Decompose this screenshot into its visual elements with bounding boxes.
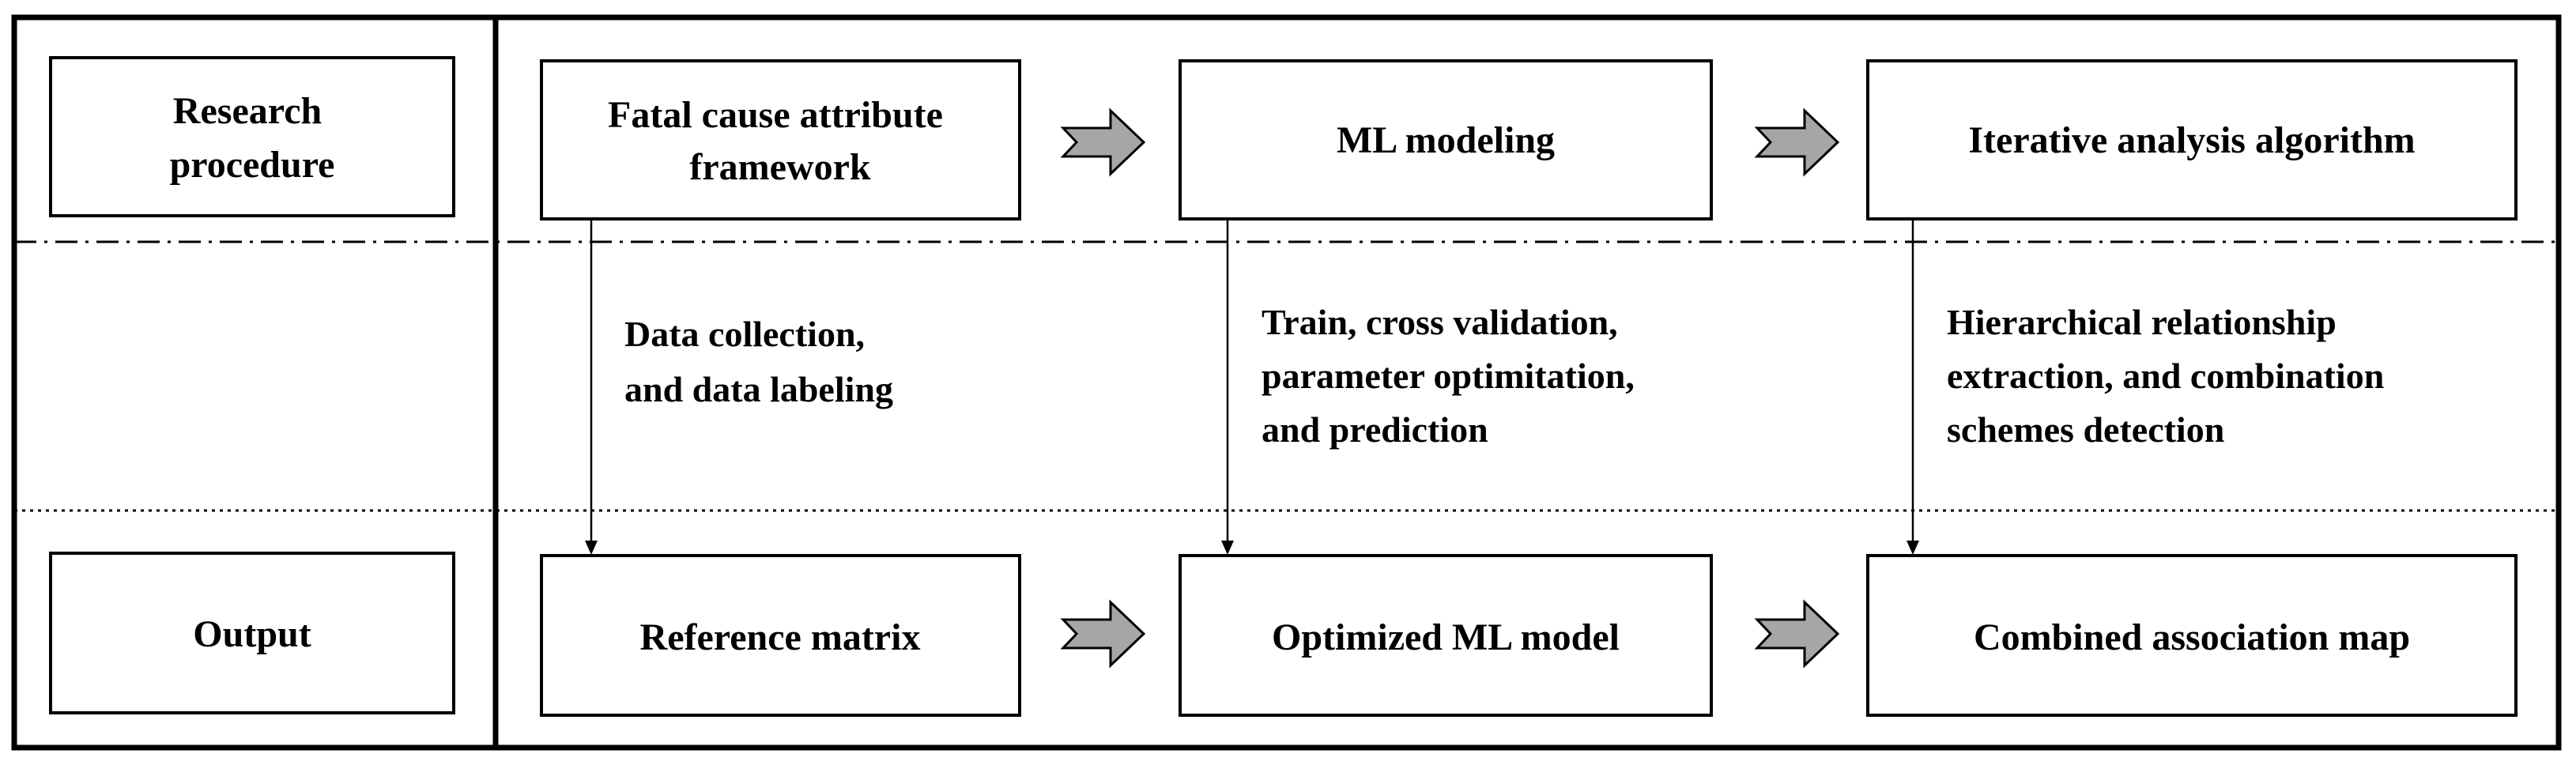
down-connector — [1221, 219, 1234, 555]
row-label-output-text: Output — [193, 613, 311, 655]
step-note-line: Data collection, — [624, 314, 865, 354]
down-arrowhead-icon — [1907, 541, 1919, 555]
right-arrow-icon — [1754, 107, 1840, 177]
step-note-line: Hierarchical relationship — [1947, 302, 2337, 342]
procedure-box-line: Fatal cause attribute — [608, 94, 943, 136]
down-connector — [1907, 219, 1919, 555]
down-connector — [585, 219, 598, 555]
right-arrow-icon — [1060, 599, 1146, 669]
step-note-line: extraction, and combination — [1947, 356, 2384, 396]
outer-frame — [11, 14, 2562, 751]
output-box-text: Combined association map — [1974, 616, 2410, 658]
down-arrowhead-icon — [585, 541, 598, 555]
right-arrow-icon — [1754, 599, 1840, 669]
down-arrowhead-icon — [1221, 541, 1234, 555]
step-note-training: Train, cross validation, parameter optim… — [1262, 302, 1643, 450]
step-note-line: and data labeling — [624, 369, 893, 409]
procedure-box-iterative-algorithm: Iterative analysis algorithm — [1866, 59, 2518, 220]
step-note-line: parameter optimitation, — [1262, 356, 1635, 396]
procedure-box-text: Iterative analysis algorithm — [1968, 119, 2415, 161]
output-box-reference-matrix: Reference matrix — [540, 554, 1021, 717]
step-note-hierarchical: Hierarchical relationship extraction, an… — [1947, 302, 2393, 450]
output-box-optimized-model: Optimized ML model — [1179, 554, 1713, 717]
right-arrow-icon — [1060, 107, 1146, 177]
step-note-line: schemes detection — [1947, 409, 2224, 450]
procedure-box-line: framework — [689, 146, 871, 188]
procedure-box-attribute-framework: Fatal cause attribute framework — [540, 59, 1021, 220]
step-note-data-collection: Data collection, and data labeling — [624, 314, 893, 409]
procedure-box-text: ML modeling — [1337, 119, 1555, 161]
procedure-box-ml-modeling: ML modeling — [1179, 59, 1713, 220]
output-box-text: Reference matrix — [640, 616, 921, 658]
row-label-research-line: Research — [173, 90, 322, 132]
output-box-text: Optimized ML model — [1272, 616, 1620, 658]
output-box-association-map: Combined association map — [1866, 554, 2518, 717]
procedure-box-text: Fatal cause attribute framework — [608, 94, 952, 188]
step-note-line: Train, cross validation, — [1262, 302, 1618, 342]
step-note-line: and prediction — [1262, 409, 1488, 450]
row-label-research: Research procedure — [49, 56, 455, 217]
row-label-research-text: Research procedure — [170, 90, 335, 186]
row-label-research-line: procedure — [170, 144, 335, 186]
row-label-output: Output — [49, 552, 455, 714]
